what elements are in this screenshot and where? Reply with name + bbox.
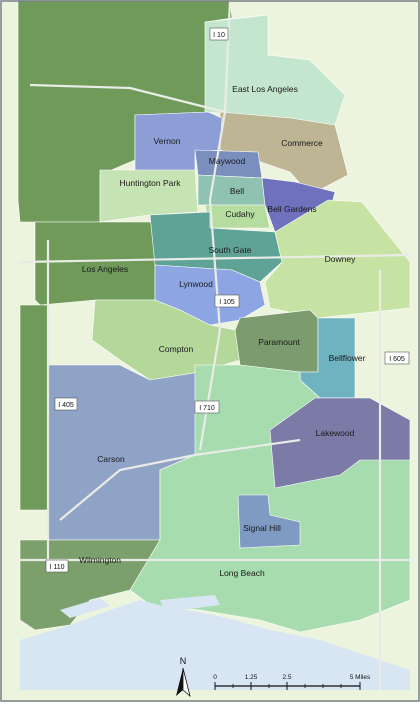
region-los-angeles-corridor — [19, 304, 49, 511]
highway-shield-i10: I 10 — [209, 27, 229, 41]
label-compton: Compton — [159, 344, 194, 354]
road-network — [19, 0, 411, 690]
label-vernon: Vernon — [154, 136, 181, 146]
label-bell: Bell — [230, 186, 244, 196]
svg-text:I 605: I 605 — [389, 356, 405, 363]
north-arrow-left — [176, 668, 183, 696]
scale-label: 1.25 — [245, 674, 258, 681]
label-east-los-angeles: East Los Angeles — [232, 84, 298, 94]
label-cudahy: Cudahy — [225, 209, 255, 219]
harbor-water — [20, 600, 410, 690]
scale-label: 2.5 — [282, 674, 291, 681]
harbor-slip — [160, 595, 220, 612]
region-signal-hill — [237, 494, 301, 549]
svg-text:I 110: I 110 — [49, 564, 64, 571]
highway-shield-i605: I 605 — [384, 351, 410, 365]
label-los-angeles: Los Angeles — [82, 264, 128, 274]
svg-text:I 405: I 405 — [58, 402, 74, 409]
highway-shield-i110: I 110 — [45, 559, 69, 573]
label-south-gate: South Gate — [208, 245, 251, 255]
highway-shield-i405: I 405 — [54, 397, 78, 411]
region-labels: East Los Angeles Commerce Vernon Maywood… — [79, 84, 366, 578]
label-maywood: Maywood — [209, 156, 246, 166]
north-arrow-label: N — [180, 656, 187, 666]
road — [198, 0, 232, 451]
road — [59, 438, 301, 521]
svg-text:I 10: I 10 — [213, 32, 225, 39]
scale-bar: 0 1.25 2.5 5 Miles — [213, 674, 371, 690]
svg-text:I 105: I 105 — [219, 299, 235, 306]
label-wilmington: Wilmington — [79, 555, 121, 565]
highway-shield-i710: I 710 — [194, 400, 220, 414]
label-lynwood: Lynwood — [179, 279, 213, 289]
north-arrow: N — [176, 656, 191, 698]
road — [29, 83, 226, 114]
label-huntington-park: Huntington Park — [120, 178, 182, 188]
scale-label: 0 — [213, 674, 217, 681]
scale-label: 5 Miles — [350, 674, 371, 681]
label-long-beach: Long Beach — [219, 568, 265, 578]
harbor-channel — [60, 598, 110, 618]
north-arrow-right — [182, 667, 191, 698]
region-lakewood — [269, 397, 411, 489]
svg-text:I 710: I 710 — [199, 405, 215, 412]
label-commerce: Commerce — [281, 138, 323, 148]
highway-markers: I 10 I 105 I 710 I 605 I 405 I 110 — [45, 27, 410, 573]
label-bellflower: Bellflower — [329, 353, 366, 363]
label-lakewood: Lakewood — [316, 428, 355, 438]
label-carson: Carson — [97, 454, 125, 464]
label-paramount: Paramount — [258, 337, 300, 347]
label-downey: Downey — [325, 254, 356, 264]
highway-shield-i105: I 105 — [214, 294, 240, 308]
label-bell-gardens: Bell Gardens — [267, 204, 316, 214]
label-signal-hill: Signal Hill — [243, 523, 281, 533]
